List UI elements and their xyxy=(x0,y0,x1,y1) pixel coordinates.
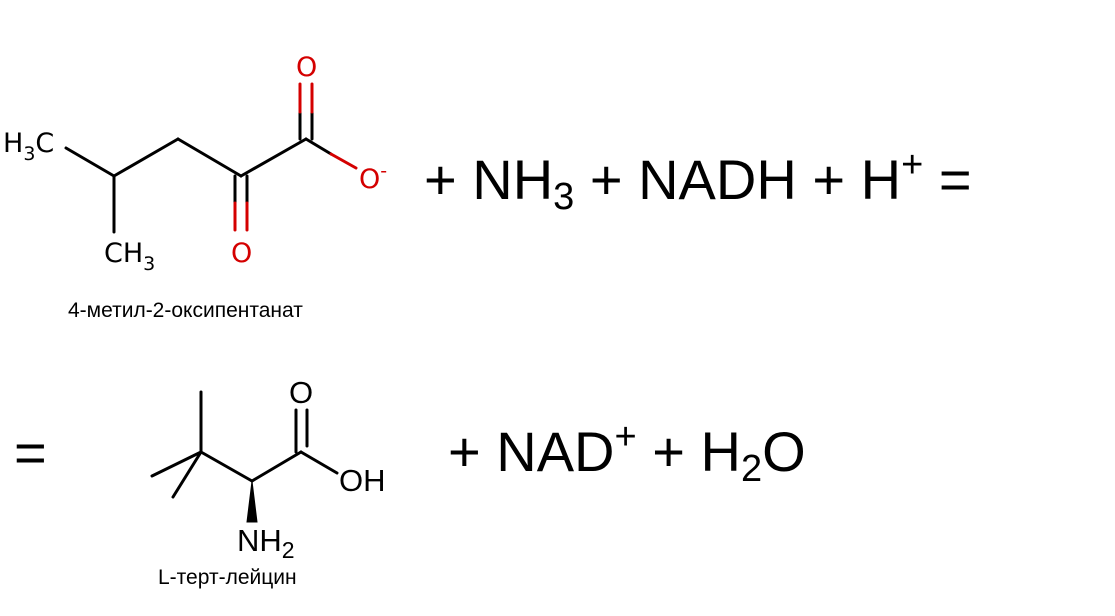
water-h: + H xyxy=(636,420,741,483)
nad-charge: + xyxy=(614,416,637,458)
equals-sign: = xyxy=(923,148,972,211)
equals-sign-left: = xyxy=(14,421,47,484)
plus-sign: + xyxy=(424,148,473,211)
bond-calpha-c xyxy=(250,450,303,483)
nh2-label: NH2 xyxy=(237,523,295,563)
bond-c-o-minus-red xyxy=(329,152,358,170)
o-minus-label: O- xyxy=(359,160,387,195)
bond-c2-c1 xyxy=(239,137,308,178)
reactant-caption: 4-метил-2-оксипентанат xyxy=(68,299,303,322)
h3c-label: H3C xyxy=(3,128,54,165)
proton-charge: + xyxy=(901,144,924,186)
reactant-red-bonds xyxy=(233,82,358,232)
bond-c-o-minus xyxy=(304,137,333,156)
wedge-bond-nh2 xyxy=(246,480,258,523)
nad-term: + NAD xyxy=(448,420,615,483)
water-subscript: 2 xyxy=(740,448,763,490)
nadh-h-term: + NADH + H xyxy=(574,148,902,211)
bond-ch-ch2 xyxy=(112,137,180,178)
ch3-label: CH3 xyxy=(104,238,155,275)
bond-h3c-ch xyxy=(64,146,116,178)
equation-line-1: + NH3 + NADH + H+ = xyxy=(424,146,972,216)
bond-cq-calpha xyxy=(199,450,254,483)
bond-cq-down xyxy=(171,450,203,499)
ammonia-subscript: 3 xyxy=(553,176,575,218)
o-product-label: O xyxy=(289,375,313,410)
reactant-bonds xyxy=(64,110,333,234)
bond-c-oh xyxy=(299,450,339,475)
bond-cq-left xyxy=(150,450,203,478)
product-bonds xyxy=(150,390,339,499)
product-caption: L-терт-лейцин xyxy=(158,566,297,589)
o-carbonyl-label: O xyxy=(296,52,317,83)
water-o: O xyxy=(762,420,806,483)
equation-line-2: + NAD+ + H2O xyxy=(448,418,806,488)
o-keto-label: O xyxy=(231,238,252,269)
oh-label: OH xyxy=(339,463,386,498)
ammonia-label: NH xyxy=(472,148,554,211)
bond-ch2-c2 xyxy=(176,137,243,178)
